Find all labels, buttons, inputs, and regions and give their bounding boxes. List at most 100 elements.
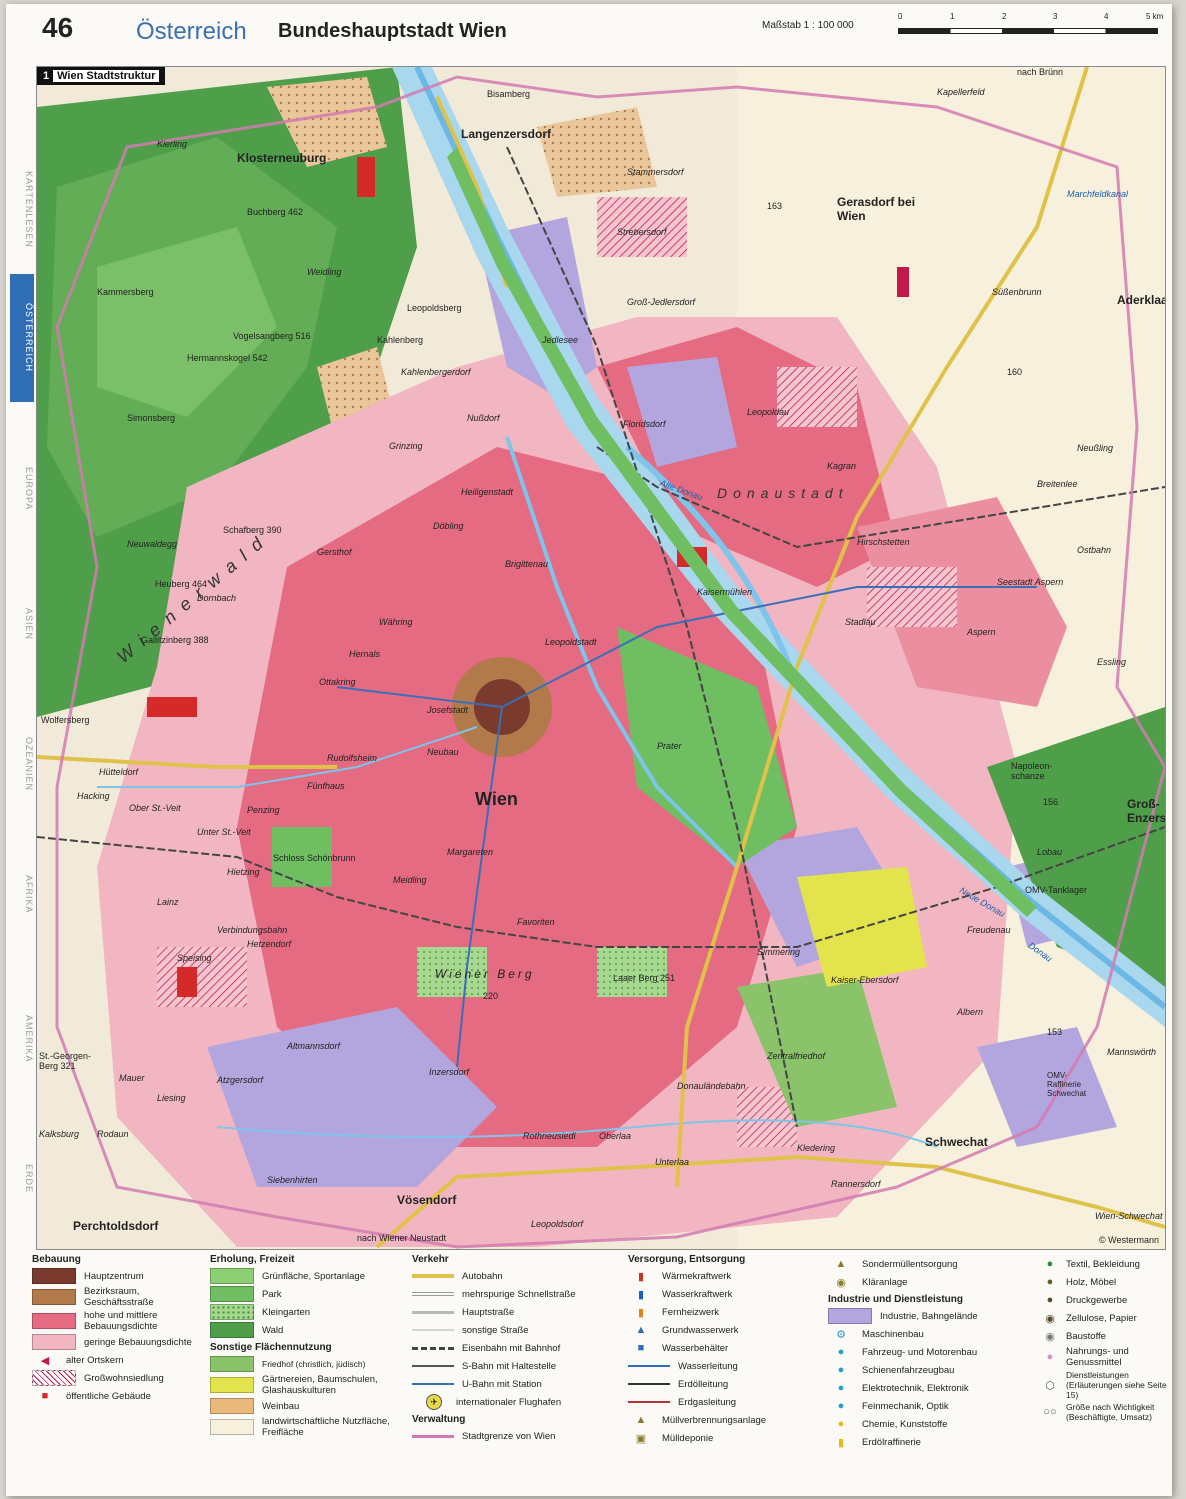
legend-heading: Versorgung, Entsorgung	[628, 1254, 746, 1265]
gear-icon: ⚙	[836, 1328, 846, 1341]
oil-line-icon	[628, 1383, 670, 1385]
map-label-place: Jedlesee	[542, 335, 579, 345]
tab-ozeanien[interactable]: OZEANIEN	[24, 736, 34, 791]
legend-label: Weinbau	[262, 1400, 300, 1412]
map-label-place: Kahlenbergerdorf	[401, 367, 471, 377]
legend-label: Wasserbehälter	[662, 1342, 729, 1354]
map-label-hill: Gallitzinberg 388	[141, 635, 209, 645]
map-label-elevation: 163	[767, 201, 783, 211]
legend-item: ●Chemie, Kunststoffe	[828, 1416, 1038, 1432]
legend-item: ◉Kläranlage	[828, 1274, 1038, 1290]
legend-versorgung: Versorgung, Entsorgung ▮Wärmekraftwerk ▮…	[628, 1254, 828, 1448]
legend-item: ▮Wärmekraftwerk	[628, 1268, 828, 1284]
legend-item: ◉Baustoffe	[1042, 1328, 1172, 1344]
refinery-icon: ▮	[837, 1436, 845, 1449]
scale-tick: 5 km	[1146, 12, 1164, 21]
wood-icon: ●	[1046, 1276, 1054, 1288]
map-label-hill: Bisamberg	[487, 89, 531, 99]
legend-item: ●Textil, Bekleidung	[1042, 1256, 1172, 1272]
legend-label: mehrspurige Schnellstraße	[462, 1288, 576, 1300]
map-label-place: Kapellerfeld	[937, 87, 985, 97]
section-country: Österreich	[136, 18, 247, 45]
legend-item: Industrie, Bahngelände	[828, 1308, 1038, 1324]
legend-label: internationaler Flughafen	[456, 1396, 562, 1408]
legend-label: Wald	[262, 1324, 284, 1336]
legend-item: ◀alter Ortskern	[32, 1352, 202, 1368]
legend-item: Wasserleitung	[628, 1358, 828, 1374]
map-label-place: Favoriten	[517, 917, 555, 927]
legend-label: Sondermüllentsorgung	[862, 1258, 958, 1270]
legend-label: Autobahn	[462, 1270, 503, 1282]
legend-swatch	[210, 1286, 254, 1302]
legend-item: Wald	[210, 1322, 410, 1338]
car-icon: ●	[837, 1346, 845, 1358]
legend-item: ⬡Dienstleistungen (Erläuterungen siehe S…	[1042, 1370, 1172, 1400]
map-label-place: Unterlaa	[655, 1157, 690, 1167]
map-label-district: Donaustadt	[717, 485, 849, 501]
map-label-railway: Verbindungsbahn	[217, 925, 288, 935]
map-label-place: Inzersdorf	[429, 1067, 470, 1077]
legend-heading: Sonstige Flächennutzung	[210, 1342, 332, 1353]
map-label-place: Hirschstetten	[857, 537, 910, 547]
legend-erholung: Erholung, Freizeit Grünfläche, Sportanla…	[210, 1254, 410, 1440]
map-label-place: Hütteldorf	[99, 767, 139, 777]
map-label-town: Gerasdorf bei Wien	[837, 195, 916, 223]
scale-tick: 2	[1002, 12, 1007, 21]
legend-label: Grünfläche, Sportanlage	[262, 1270, 365, 1282]
city-structure-map	[37, 67, 1165, 1249]
legend-label: Holz, Möbel	[1066, 1276, 1117, 1288]
hazardous-waste-icon: ▲	[835, 1258, 847, 1270]
legend-swatch	[210, 1304, 254, 1320]
building-material-icon: ◉	[1045, 1330, 1055, 1343]
legend-label: Müllverbrennungsanlage	[662, 1414, 767, 1426]
tab-amerika[interactable]: AMERIKA	[24, 1015, 34, 1063]
tab-afrika[interactable]: AFRIKA	[24, 874, 34, 914]
legend-item: ▣ Mülldeponie	[628, 1430, 828, 1446]
map-label-place: Brigittenau	[505, 559, 549, 569]
map-label-hill: Buchberg 462	[247, 207, 304, 217]
legend-item: U-Bahn mit Station	[412, 1376, 622, 1392]
map-label-place: Neußling	[1077, 443, 1114, 453]
scale-tick: 0	[898, 12, 903, 21]
map-label-hill: Simonsberg	[127, 413, 176, 423]
legend-item: ●Nahrungs- und Genussmittel	[1042, 1346, 1172, 1368]
map-label-town: Klosterneuburg	[237, 151, 327, 165]
legend-label: Chemie, Kunststoffe	[862, 1418, 948, 1430]
map-label-town: Groß-Enzersdorf	[1127, 797, 1166, 825]
legend-item: ■Wasserbehälter	[628, 1340, 828, 1356]
landfill-icon: ▣	[635, 1432, 647, 1445]
map-label-place: Heiligenstadt	[461, 487, 514, 497]
map-label-place: Stammersdorf	[627, 167, 684, 177]
legend-item: ●Schienenfahrzeugbau	[828, 1362, 1038, 1378]
legend-item: ●Feinmechanik, Optik	[828, 1398, 1038, 1414]
map-label-hill: Schafberg 390	[223, 525, 282, 535]
legend-label: öffentliche Gebäude	[66, 1390, 151, 1402]
map-label-place: Mauer	[119, 1073, 145, 1083]
scale-label: Maßstab 1 : 100 000	[762, 20, 854, 31]
tab-erde[interactable]: ERDE	[24, 1164, 34, 1194]
legend-swatch	[32, 1370, 76, 1386]
map-label-place: Liesing	[157, 1093, 186, 1103]
tab-europa[interactable]: EUROPA	[24, 467, 34, 511]
map-label-place: Unter St.-Veit	[197, 827, 251, 837]
legend-bebauung: Bebauung Hauptzentrum Bezirksraum, Gesch…	[32, 1254, 202, 1406]
legend-swatch	[32, 1289, 76, 1305]
map-label-place: Groß-Jedlersdorf	[627, 297, 696, 307]
legend-item: Erdgasleitung	[628, 1394, 828, 1410]
legend-label: Wärmekraftwerk	[662, 1270, 732, 1282]
legend-label: sonstige Straße	[462, 1324, 529, 1336]
map-label-place: Währing	[379, 617, 413, 627]
tab-oesterreich[interactable]: ÖSTERREICH	[10, 274, 34, 402]
legend-swatch	[210, 1377, 254, 1393]
map-label-place: Hacking	[77, 791, 110, 801]
legend-label: Kläranlage	[862, 1276, 908, 1288]
legend-label: Mülldeponie	[662, 1432, 714, 1444]
tab-kartenlesen[interactable]: KARTENLESEN	[24, 170, 34, 248]
legend-industrie: ▲ Sondermüllentsorgung ◉Kläranlage Indust…	[828, 1254, 1038, 1452]
map-label-place: Aspern	[967, 627, 996, 637]
map-label-airport: Wien-Schwechat	[1095, 1211, 1163, 1221]
legend-item: ✈internationaler Flughafen	[412, 1394, 622, 1410]
tab-asien[interactable]: ASIEN	[24, 607, 34, 640]
legend-item: Eisenbahn mit Bahnhof	[412, 1340, 622, 1356]
